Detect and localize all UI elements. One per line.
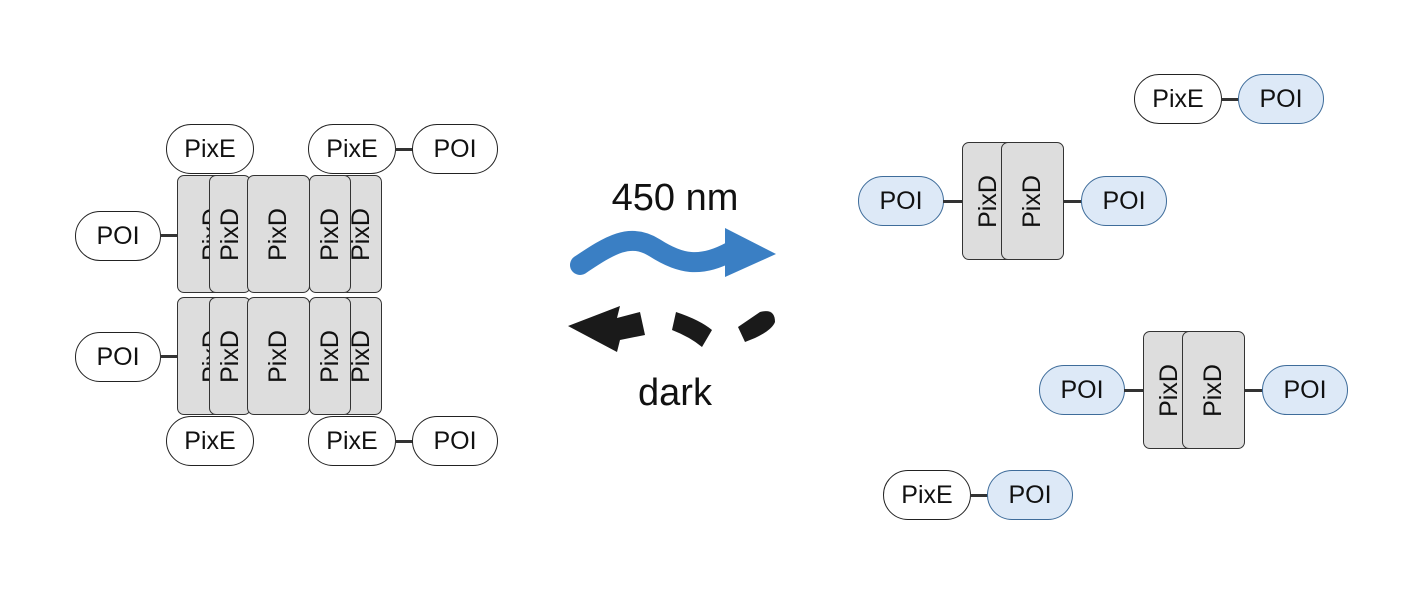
poi-top-right: POI [412, 124, 498, 174]
poi-pixd-link [160, 355, 178, 358]
pixd-r2-3: PixD [247, 297, 310, 415]
poi-pixd-link [943, 200, 963, 203]
pixe-bottom-left: PixE [166, 416, 254, 466]
pixe-bottom-right: PixE [308, 416, 396, 466]
poi-free-bottom: POI [987, 470, 1073, 520]
light-condition-label: 450 nm [611, 177, 739, 219]
pixe-free-top: PixE [1134, 74, 1222, 124]
light-arrow-icon [570, 228, 776, 277]
pixd-r1-4: PixD [309, 175, 351, 293]
pixd-dimer1-b: PixD [1001, 142, 1064, 260]
poi-pixd-link [1124, 389, 1144, 392]
dark-condition-label: dark [638, 372, 712, 414]
poi-row2-left: POI [75, 332, 161, 382]
poi-dimer1-left: POI [858, 176, 944, 226]
pixd-poi-link [1244, 389, 1263, 392]
pixe-poi-link [1221, 98, 1239, 101]
poi-dimer2-left: POI [1039, 365, 1125, 415]
pixd-dimer2-b: PixD [1182, 331, 1245, 449]
poi-free-top: POI [1238, 74, 1324, 124]
pixd-r1-2: PixD [209, 175, 251, 293]
poi-pixd-link [160, 234, 178, 237]
poi-dimer1-right: POI [1081, 176, 1167, 226]
poi-dimer2-right: POI [1262, 365, 1348, 415]
dark-reversion-arrow-icon [568, 306, 775, 352]
pixd-r1-3: PixD [247, 175, 310, 293]
poi-bottom-right: POI [412, 416, 498, 466]
pixe-poi-link [395, 440, 413, 443]
pixd-r2-4: PixD [309, 297, 351, 415]
pixe-top-left: PixE [166, 124, 254, 174]
pixe-free-bottom: PixE [883, 470, 971, 520]
pixd-poi-link [1063, 200, 1082, 203]
pixd-r2-2: PixD [209, 297, 251, 415]
poi-row1-left: POI [75, 211, 161, 261]
pixe-poi-link [395, 148, 413, 151]
pixe-poi-link [970, 494, 988, 497]
pixe-top-right: PixE [308, 124, 396, 174]
